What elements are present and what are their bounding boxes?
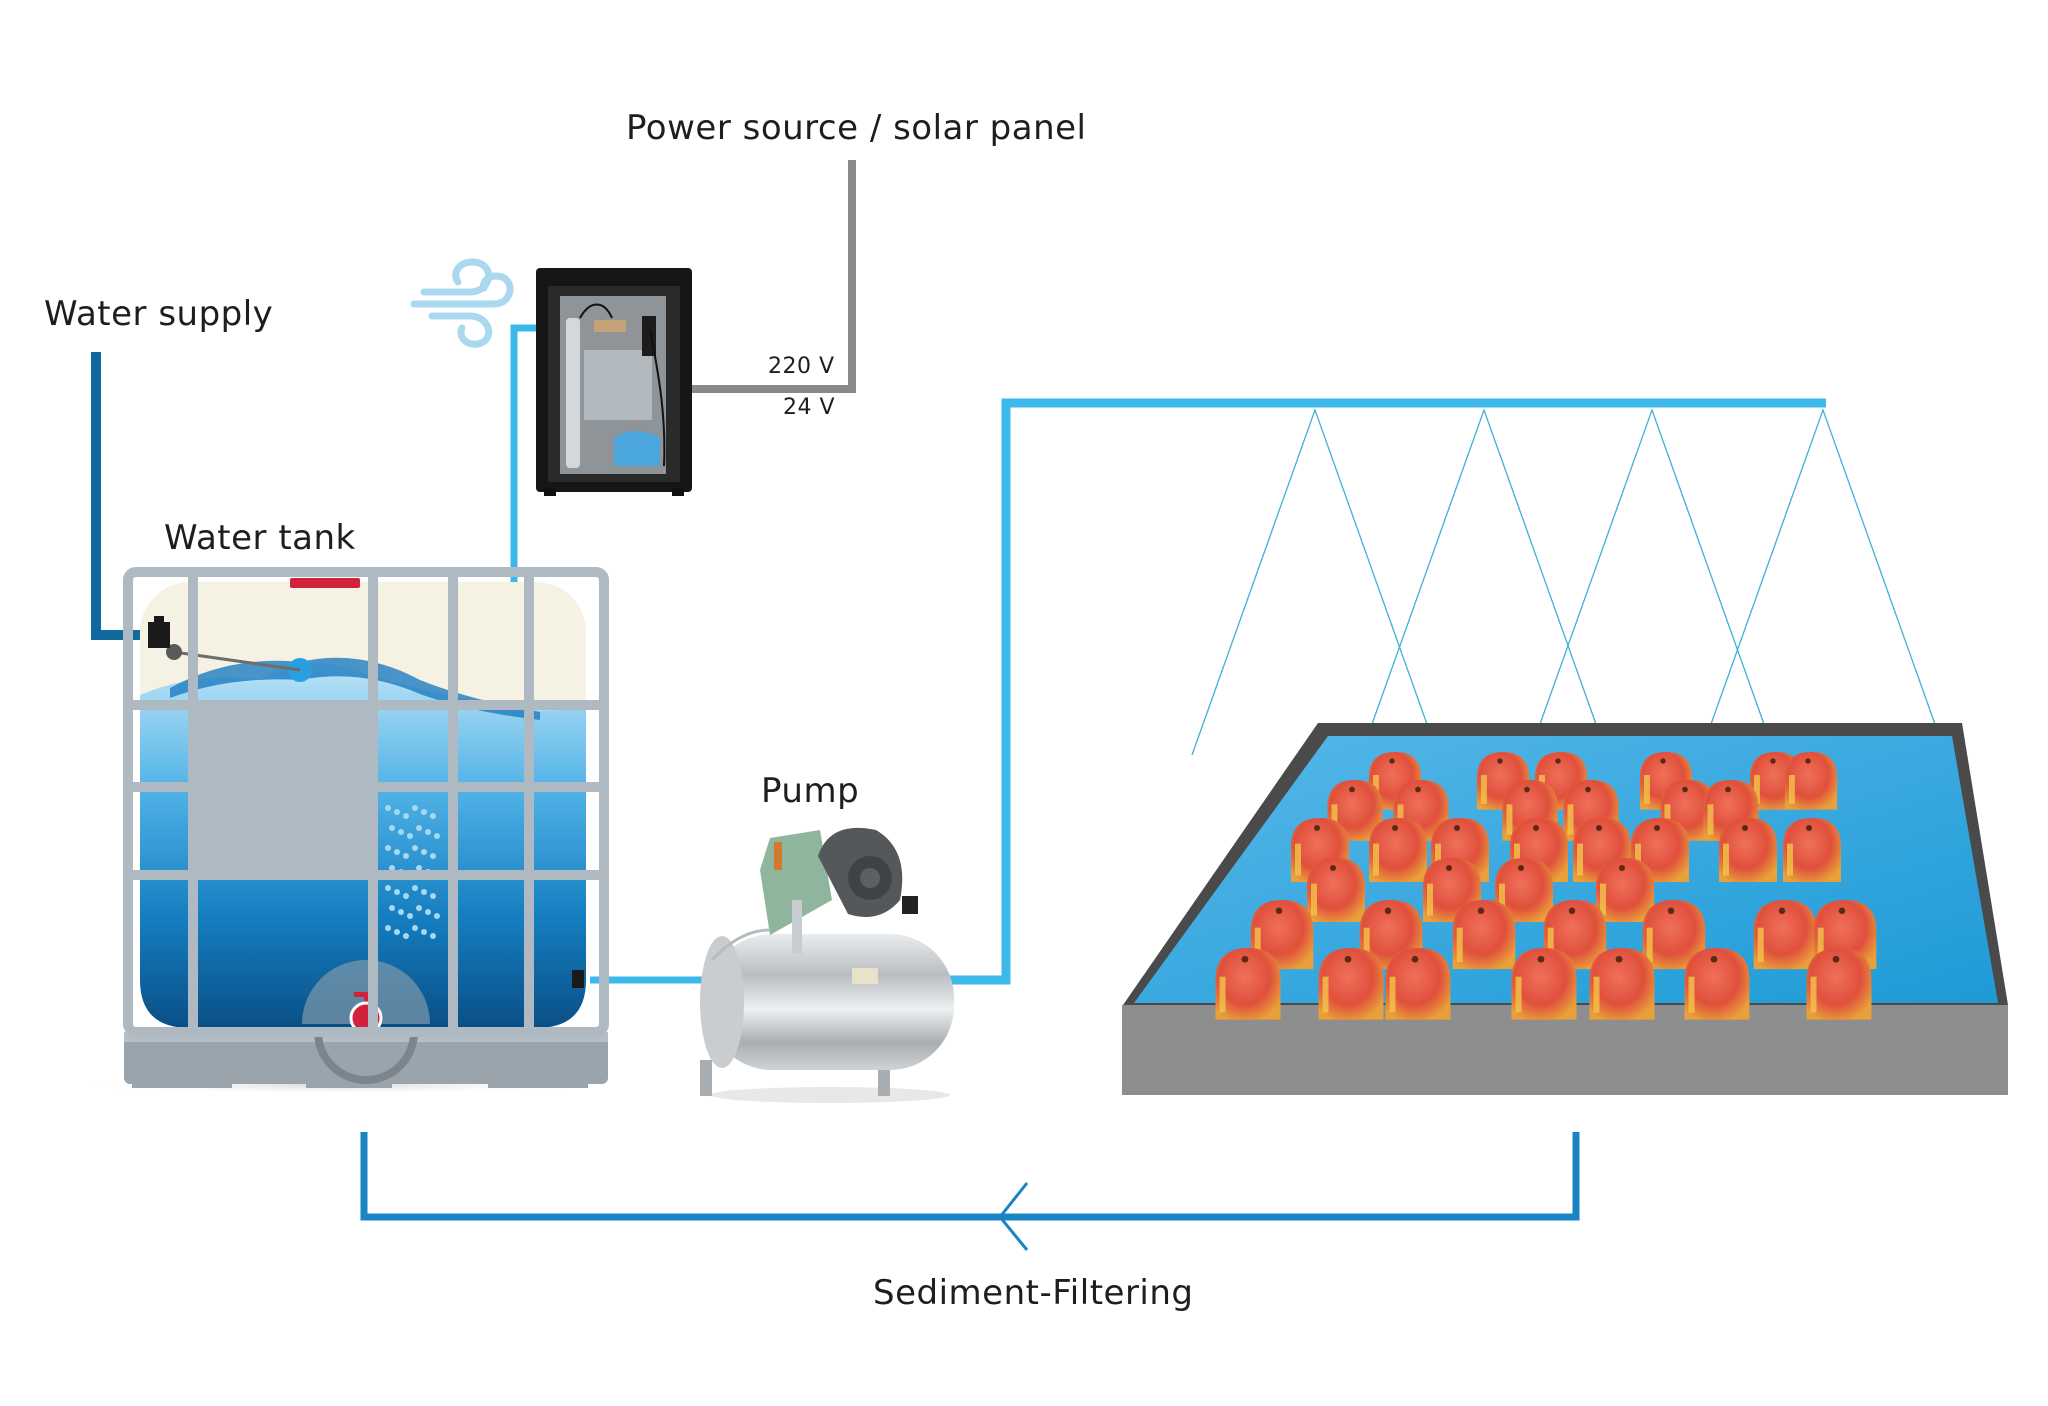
bubble xyxy=(407,833,413,839)
bubble xyxy=(407,913,413,919)
apple xyxy=(1318,948,1384,1020)
apple xyxy=(1684,948,1750,1020)
bubble xyxy=(385,845,391,851)
spray-cone xyxy=(1191,408,1439,756)
bubble xyxy=(394,889,400,895)
power-source-label: Power source / solar panel xyxy=(626,108,1087,148)
bubble xyxy=(389,865,395,871)
spray-cone xyxy=(1360,408,1608,756)
flow-direction-arrow xyxy=(998,1182,1029,1251)
bubble xyxy=(412,885,418,891)
bubble xyxy=(385,805,391,811)
apple xyxy=(1452,900,1516,970)
bubble xyxy=(425,909,431,915)
spray-cone xyxy=(1528,408,1776,756)
sediment-filtering-label: Sediment-Filtering xyxy=(873,1273,1194,1313)
water-supply-pipe xyxy=(91,352,160,640)
bubble xyxy=(434,913,440,919)
apple xyxy=(1589,948,1655,1020)
bubble xyxy=(421,929,427,935)
bubble xyxy=(416,825,422,831)
bubble xyxy=(403,813,409,819)
bubble xyxy=(412,805,418,811)
water-supply-label: Water supply xyxy=(44,294,274,334)
bubble xyxy=(389,825,395,831)
bubble xyxy=(398,909,404,915)
spray-cone xyxy=(1699,408,1947,756)
voltage-out-label: 24 V xyxy=(783,395,836,420)
tank-cage-bar xyxy=(448,572,458,1032)
bubble xyxy=(421,849,427,855)
apple xyxy=(1642,900,1706,970)
treatment-cabinet xyxy=(536,268,692,496)
tank-cage-bar xyxy=(524,572,534,1032)
tank-cage-frame xyxy=(123,567,609,1037)
bubble xyxy=(394,849,400,855)
tank-cage-bar xyxy=(188,572,198,1032)
pump-to-basin-pipe xyxy=(950,398,1826,985)
bubble xyxy=(403,933,409,939)
bubble xyxy=(430,933,436,939)
tank-cage-bar xyxy=(128,700,604,710)
apple xyxy=(1753,900,1817,970)
bubble xyxy=(385,885,391,891)
air-flow-icon xyxy=(410,258,514,348)
bubble xyxy=(385,925,391,931)
power-line xyxy=(690,160,856,393)
apple xyxy=(1783,818,1841,882)
bubble xyxy=(394,929,400,935)
bubble xyxy=(425,829,431,835)
pump xyxy=(700,827,954,1103)
bubble xyxy=(412,845,418,851)
bubble xyxy=(412,925,418,931)
bubble xyxy=(430,853,436,859)
voltage-in-label: 220 V xyxy=(768,354,835,379)
water-tank-label: Water tank xyxy=(164,518,356,558)
return-pipe xyxy=(360,1132,1580,1221)
bubble xyxy=(416,865,422,871)
wash-basin xyxy=(1122,723,2008,1095)
apple xyxy=(1596,858,1654,922)
tank-cage-bar xyxy=(128,782,604,792)
bubble xyxy=(398,829,404,835)
apple xyxy=(1385,948,1451,1020)
bubble xyxy=(389,905,395,911)
bubble xyxy=(421,889,427,895)
apple xyxy=(1719,818,1777,882)
tank-cage-bar xyxy=(128,870,604,880)
bubble xyxy=(403,853,409,859)
bubble xyxy=(403,893,409,899)
spray-nozzles xyxy=(1191,408,1947,756)
bubble xyxy=(421,809,427,815)
apple xyxy=(1495,858,1553,922)
pump-label: Pump xyxy=(761,771,860,811)
bubble xyxy=(394,809,400,815)
apple xyxy=(1511,948,1577,1020)
apple xyxy=(1784,752,1838,810)
bubble xyxy=(434,833,440,839)
apple xyxy=(1806,948,1872,1020)
apple xyxy=(1369,818,1427,882)
bubble xyxy=(430,893,436,899)
tank-cage-bar xyxy=(368,572,378,1032)
water-tank xyxy=(70,567,610,1095)
bubble xyxy=(416,905,422,911)
bubble xyxy=(430,813,436,819)
apple xyxy=(1307,858,1365,922)
apple xyxy=(1215,948,1281,1020)
